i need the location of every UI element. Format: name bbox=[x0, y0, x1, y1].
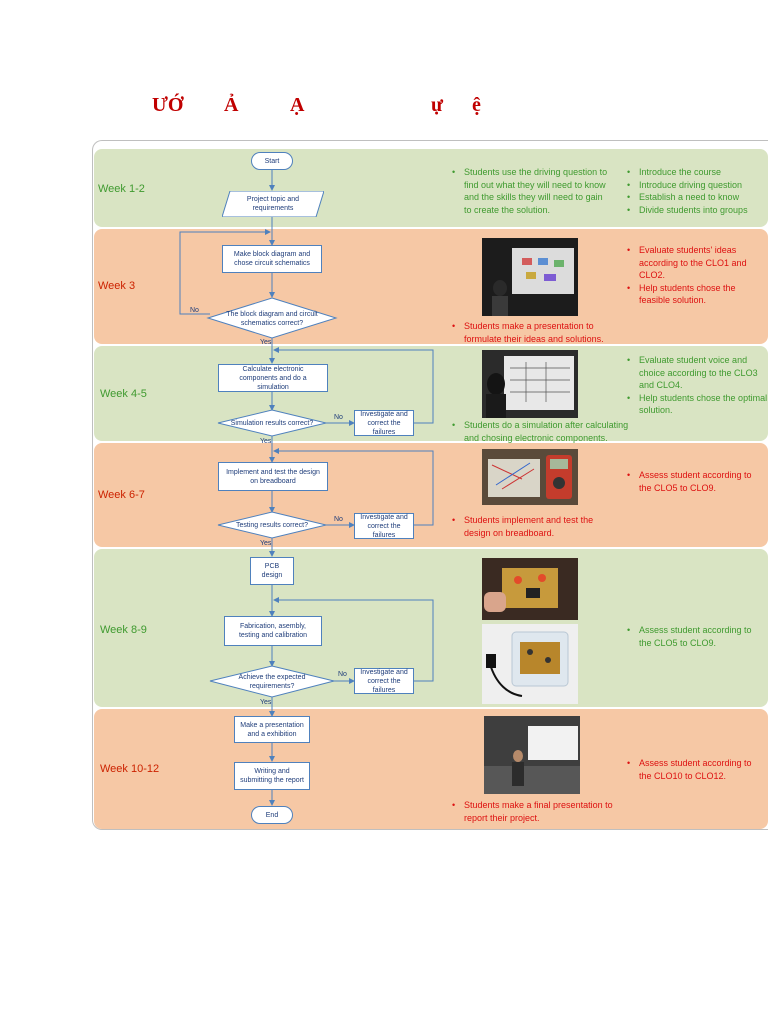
teacher-notes-week10-12: Assess student according to the CLO10 to… bbox=[627, 757, 757, 782]
week-label: Week 6-7 bbox=[98, 489, 145, 501]
student-note-week1-2: Students use the driving question to fin… bbox=[452, 166, 612, 216]
simulation-photo bbox=[482, 350, 578, 418]
final-presentation-photo bbox=[484, 716, 580, 794]
requirements-decision-label: Achieve the expected requirements? bbox=[238, 673, 306, 690]
decision-diamond bbox=[206, 297, 338, 339]
teacher-note: Evaluate students' ideas according to th… bbox=[627, 244, 757, 282]
no-label: No bbox=[338, 671, 347, 678]
breadboard-photo bbox=[482, 449, 578, 505]
teacher-note: Establish a need to know bbox=[627, 191, 768, 204]
student-note: Students make a final presentation to re… bbox=[452, 799, 622, 824]
start-node: Start bbox=[251, 152, 293, 170]
project-topic-node: Project topic and requirements bbox=[222, 191, 324, 217]
teacher-notes-week1-2: Introduce the course Introduce driving q… bbox=[627, 166, 768, 216]
decision-diamond bbox=[217, 409, 327, 437]
student-note-week3: Students make a presentation to formulat… bbox=[452, 320, 622, 345]
end-node: End bbox=[251, 806, 293, 824]
teacher-note: Evaluate student voice and choice accord… bbox=[627, 354, 768, 392]
no-label: No bbox=[334, 414, 343, 421]
student-note: Students use the driving question to fin… bbox=[452, 166, 612, 216]
yes-label: Yes bbox=[260, 339, 272, 346]
student-note: Students implement and test the design o… bbox=[452, 514, 612, 539]
week-label: Week 4-5 bbox=[100, 388, 147, 400]
pcb-box: PCB design bbox=[250, 557, 294, 585]
student-note: Students do a simulation after calculati… bbox=[452, 419, 634, 444]
yes-label: Yes bbox=[260, 438, 272, 445]
title-fragment: ệ bbox=[472, 94, 481, 116]
teacher-notes-week6-7: Assess student according to the CLO5 to … bbox=[627, 469, 757, 494]
no-label: No bbox=[334, 516, 343, 523]
presentation-box: Make a presentation and a exhibition bbox=[234, 716, 310, 743]
product-photo bbox=[482, 624, 578, 704]
presentation-photo bbox=[482, 238, 578, 316]
teacher-note: Divide students into groups bbox=[627, 204, 768, 217]
student-note-week6-7: Students implement and test the design o… bbox=[452, 514, 612, 539]
teacher-note: Assess student according to the CLO10 to… bbox=[627, 757, 757, 782]
block-diagram-box: Make block diagram and chose circuit sch… bbox=[222, 245, 322, 273]
teacher-note: Introduce the course bbox=[627, 166, 768, 179]
investigate-box: Investigate and correct the failures bbox=[354, 668, 414, 694]
testing-decision-label: Testing results correct? bbox=[236, 521, 308, 529]
decision-diamond bbox=[209, 665, 335, 698]
teacher-note: Assess student according to the CLO5 to … bbox=[627, 624, 757, 649]
title-fragment: ƯỚ bbox=[152, 94, 184, 116]
student-note-week4-5: Students do a simulation after calculati… bbox=[452, 419, 634, 444]
week-label: Week 10-12 bbox=[100, 763, 160, 775]
student-note-week10-12: Students make a final presentation to re… bbox=[452, 799, 622, 824]
fabrication-box: Fabrication, asembly, testing and calibr… bbox=[224, 616, 322, 646]
implement-box: Implement and test the design on breadbo… bbox=[218, 462, 328, 491]
teacher-note: Help students chose the optimal solution… bbox=[627, 392, 768, 417]
investigate-box: Investigate and correct the failures bbox=[354, 513, 414, 539]
teacher-notes-week4-5: Evaluate student voice and choice accord… bbox=[627, 354, 768, 417]
flow-loop bbox=[179, 229, 271, 315]
yes-label: Yes bbox=[260, 540, 272, 547]
project-topic-label: Project topic and requirements bbox=[246, 196, 300, 212]
teacher-note: Introduce driving question bbox=[627, 179, 768, 192]
flow-loop bbox=[273, 347, 434, 424]
pcb-photo bbox=[482, 558, 578, 620]
title-fragment: Ạ bbox=[290, 94, 305, 116]
report-box: Writing and submitting the report bbox=[234, 762, 310, 790]
flow-loop bbox=[273, 448, 434, 526]
week-label: Week 1-2 bbox=[98, 183, 145, 195]
investigate-box: Investigate and correct the failures bbox=[354, 410, 414, 436]
teacher-notes-week3: Evaluate students' ideas according to th… bbox=[627, 244, 757, 307]
week-label: Week 8-9 bbox=[100, 624, 147, 636]
simulation-decision-label: Simulation results correct? bbox=[230, 419, 314, 427]
title-fragment: Ả bbox=[224, 94, 239, 116]
teacher-note: Assess student according to the CLO5 to … bbox=[627, 469, 757, 494]
diagram-frame bbox=[92, 140, 768, 830]
calc-components-box: Calculate electronic components and do a… bbox=[218, 364, 328, 392]
teacher-note: Help students chose the feasible solutio… bbox=[627, 282, 757, 307]
week-panel-6-7 bbox=[94, 443, 768, 547]
teacher-notes-week8-9: Assess student according to the CLO5 to … bbox=[627, 624, 757, 649]
title-fragment: ự bbox=[431, 94, 444, 116]
week-label: Week 3 bbox=[98, 280, 136, 292]
flow-loop bbox=[273, 597, 434, 682]
schematics-decision-label: The block diagram and circuit schematics… bbox=[226, 310, 318, 327]
yes-label: Yes bbox=[260, 699, 272, 706]
decision-diamond bbox=[217, 511, 327, 539]
no-label: No bbox=[190, 307, 199, 314]
student-note: Students make a presentation to formulat… bbox=[452, 320, 622, 345]
